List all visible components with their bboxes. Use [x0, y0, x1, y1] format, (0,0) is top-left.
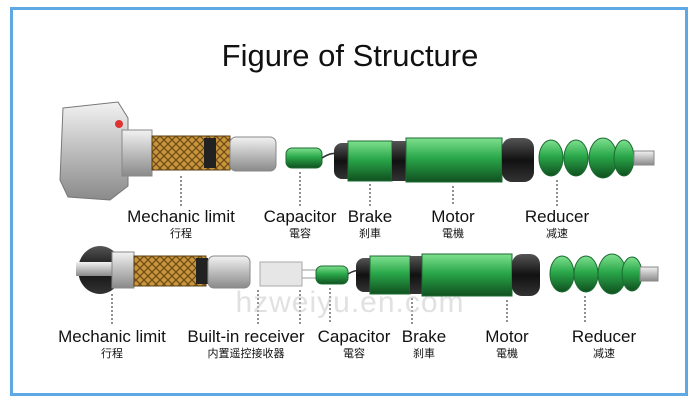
- label-zh: 行程: [100, 347, 123, 360]
- label-zh: 内置遥控接收器: [207, 347, 285, 360]
- label-en: Brake: [347, 207, 393, 226]
- label-en: Reducer: [571, 327, 637, 346]
- label-zh: 電機: [442, 227, 464, 240]
- label-en: Brake: [401, 327, 447, 346]
- label-mechanic-limit-row1: Mechanic limit 行程: [127, 207, 235, 241]
- label-zh: 電容: [288, 227, 311, 240]
- row2-components: [76, 246, 659, 297]
- row2-leader-lines: [111, 288, 586, 324]
- label-en: Motor: [431, 207, 475, 226]
- label-zh: 行程: [169, 227, 192, 240]
- label-en: Capacitor: [263, 207, 337, 226]
- label-brake-row2: Brake 刹車: [402, 327, 446, 361]
- label-en: Capacitor: [317, 327, 391, 346]
- label-reducer-row2: Reducer 减速: [572, 327, 636, 361]
- label-zh: 電機: [496, 347, 518, 360]
- row1-components: [59, 101, 655, 201]
- label-en: Mechanic limit: [127, 207, 235, 226]
- label-capacitor-row1: Capacitor 電容: [264, 207, 337, 241]
- watermark: hzweiyu.en.com: [235, 286, 465, 319]
- label-zh: 電容: [342, 347, 365, 360]
- label-en: Mechanic limit: [58, 327, 166, 346]
- label-zh: 刹車: [358, 227, 381, 240]
- figure-frame: [10, 7, 688, 396]
- label-capacitor-row2: Capacitor 電容: [318, 327, 391, 361]
- label-zh: 减速: [592, 347, 615, 360]
- label-zh: 减速: [545, 227, 568, 240]
- figure-title: Figure of Structure: [221, 38, 479, 73]
- label-motor-row2: Motor 電機: [485, 327, 528, 361]
- label-brake-row1: Brake 刹車: [348, 207, 392, 241]
- label-en: Built-in receiver: [187, 327, 305, 346]
- label-en: Reducer: [524, 207, 590, 226]
- label-reducer-row1: Reducer 减速: [525, 207, 589, 241]
- label-en: Motor: [485, 327, 529, 346]
- label-mechanic-limit-row2: Mechanic limit 行程: [58, 327, 166, 361]
- label-built-in-receiver-row2: Built-in receiver 内置遥控接收器: [187, 327, 304, 361]
- label-motor-row1: Motor 電機: [431, 207, 474, 241]
- row1-leader-lines: [180, 172, 558, 206]
- label-zh: 刹車: [412, 347, 435, 360]
